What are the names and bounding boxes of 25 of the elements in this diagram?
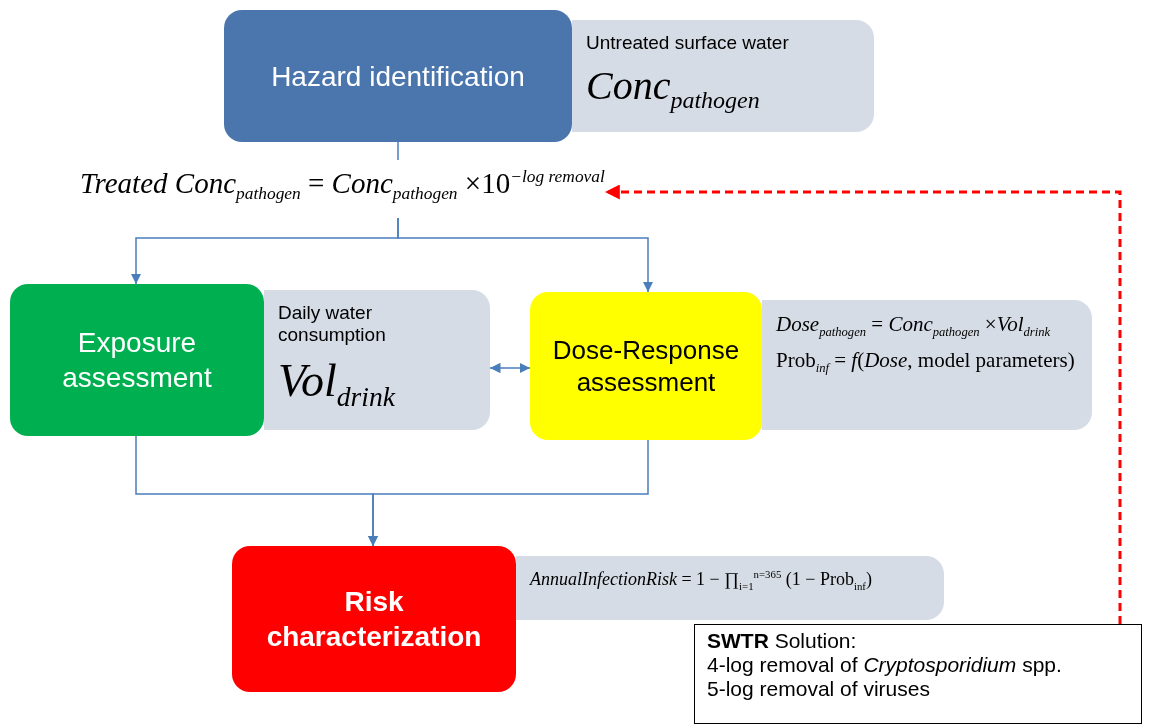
formula-text: Conc$_{pathogen}$ (586, 62, 760, 114)
panel-heading: Untreated surface water (586, 32, 789, 54)
process-box: Exposure assessment (10, 284, 264, 436)
formula-text: Dose$_{pathogen}$ = Conc$_{pathogen}$ ×Vol$_{drink}$ (776, 312, 1051, 341)
process-box: Risk characterization (232, 546, 516, 692)
formula-text: Prob$_{inf}$ = f(Dose, model parameters) (776, 348, 1075, 377)
process-box: Hazard identification (224, 10, 572, 142)
note-box (694, 624, 1142, 724)
note-text: SWTR Solution: (707, 629, 857, 653)
panel-heading: Daily water consumption (278, 302, 387, 346)
info-panel (264, 290, 490, 430)
formula-text: Treated Conc$_{pathogen}$ = Conc$_{pathogen}$ ×10$^{−log removal}$ (80, 160, 605, 218)
info-panel (762, 300, 1092, 430)
connector-line (397, 141, 399, 161)
info-panel (516, 556, 944, 620)
dashed-arrow (604, 184, 1122, 624)
arrow (397, 217, 654, 293)
formula-text: AnnualInfectionRisk = 1 − ∏$_{i=1}$$^{n=365}$ (1 − Prob$_{inf}$) (530, 568, 872, 592)
info-panel (572, 20, 874, 132)
note-text: 4-log removal of Cryptosporidium spp. (707, 653, 1062, 677)
note-text: 5-log removal of viruses (707, 677, 930, 701)
formula-text: Vol$_{drink}$ (278, 354, 396, 414)
arrow (489, 362, 531, 374)
arrow (367, 439, 649, 547)
process-box: Dose-Response assessment (530, 292, 762, 440)
